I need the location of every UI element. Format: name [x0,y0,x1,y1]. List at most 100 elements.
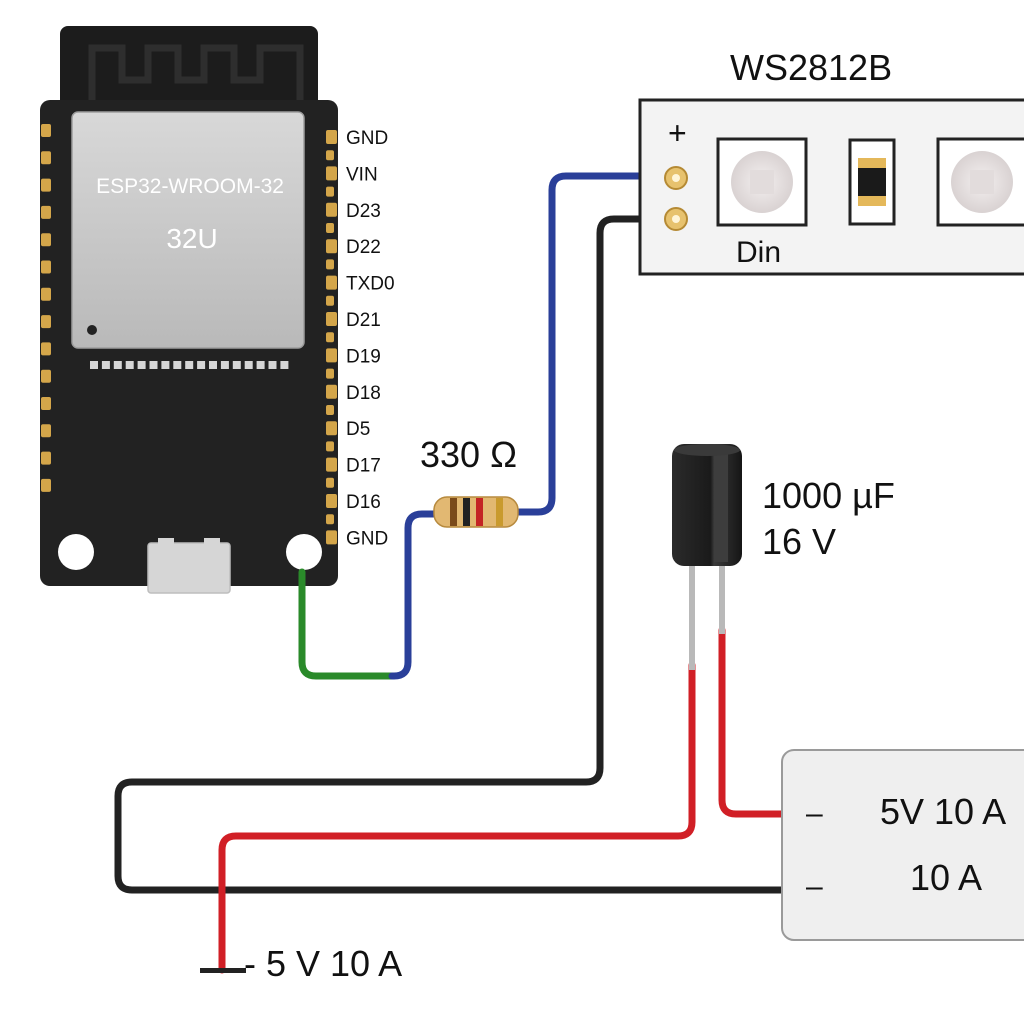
module-pad [137,361,146,369]
pin-label: D19 [346,346,381,367]
header-pin [41,315,51,329]
module-pad [209,361,217,369]
module-pad [161,361,170,369]
pin-label: D22 [346,237,381,258]
header-pin [41,478,51,492]
module-pad [280,361,289,369]
pad-minus-hole [672,215,680,223]
right-pin-column [326,130,337,545]
strip-title: WS2812B [730,47,892,88]
module-shield [71,111,305,349]
pad-plus-hole [672,174,680,182]
header-pin [326,295,334,306]
strip-plus-label: + [668,115,687,151]
header-pin [326,259,334,270]
header-pin [41,178,51,192]
pin-label: GND [346,128,388,149]
resistor-band-2 [463,498,470,526]
usb-connector-tab [204,538,220,548]
header-pin [41,260,51,274]
wire-black-ground [114,215,804,894]
power-supply: – – 5V 10 A 10 A [781,749,1024,941]
header-pin [41,451,51,465]
pin1-marker [87,325,97,335]
pin-label: D16 [346,492,381,513]
header-pin [41,424,51,438]
smd-body [858,168,886,196]
header-pin [326,477,334,488]
header-pin [326,348,337,363]
header-pin [326,332,334,343]
pin-label: GND [346,528,388,549]
pin-label: D17 [346,456,381,477]
psu-terminal-2: – [806,870,823,903]
resistor [433,496,519,528]
module-pad [101,361,110,369]
header-pin [41,287,51,301]
led-die [750,170,774,194]
header-pin [326,384,337,399]
wire-red-psu [718,626,800,818]
capacitor-body [672,444,742,566]
left-pin-column [41,124,51,492]
module-pad [220,361,229,369]
electrolytic-capacitor [672,444,742,670]
header-pin [326,514,334,525]
esp32-board: ESP32-WROOM-32 32U [40,26,338,594]
header-pin [326,202,337,217]
capacitor-top [674,444,740,456]
header-pin [41,369,51,383]
header-pin [326,421,337,436]
module-pad [244,361,253,369]
usb-connector [147,542,231,594]
header-pin [41,205,51,219]
wire-red-ground-ref [218,661,696,974]
psu-terminal-1: – [806,797,823,830]
module-pad [173,361,182,369]
pin-label: D18 [346,383,381,404]
wire-blue-upper [508,172,680,516]
pin-label: D5 [346,419,370,440]
capacitor-lead-right [719,560,725,634]
module-name: ESP32-WROOM-32 [96,175,284,198]
capacitor-voltage: 16 V [762,521,836,562]
module-pad [268,361,277,369]
module-pad [197,361,206,369]
header-pin [326,150,334,161]
wire-blue-lower [388,510,444,680]
pin-label: TXD0 [346,274,395,295]
psu-rating: 5V 10 A [880,791,1006,832]
header-pin [326,441,334,452]
smd-end-bottom [858,196,886,206]
header-pin [41,151,51,165]
module-pads [90,361,289,369]
header-pin [326,186,334,197]
header-pin [326,130,337,144]
header-pin [326,405,334,415]
smd-end-top [858,158,886,168]
capacitor-lead-left [689,560,695,670]
din-label: Din [736,236,781,269]
header-pin [326,223,334,233]
ground-symbol [200,968,246,973]
capacitor-stripe [714,448,728,562]
ground-ref-label: - 5 V 10 A [244,943,402,984]
header-pin [41,233,51,247]
led-die [970,170,994,194]
usb-connector-tab [158,538,174,548]
pin-label: D21 [346,310,381,331]
pin-label: VIN [346,164,378,185]
header-pin [41,397,51,410]
module-pad [149,361,158,369]
resistor-band-1 [450,498,457,526]
header-pin [326,530,337,545]
header-pin [326,457,337,472]
header-pin [326,166,337,181]
psu-body [781,749,1024,941]
header-pin [326,368,334,379]
header-pin [41,342,51,356]
module-pad [232,361,241,369]
resistor-band-3 [476,498,483,526]
